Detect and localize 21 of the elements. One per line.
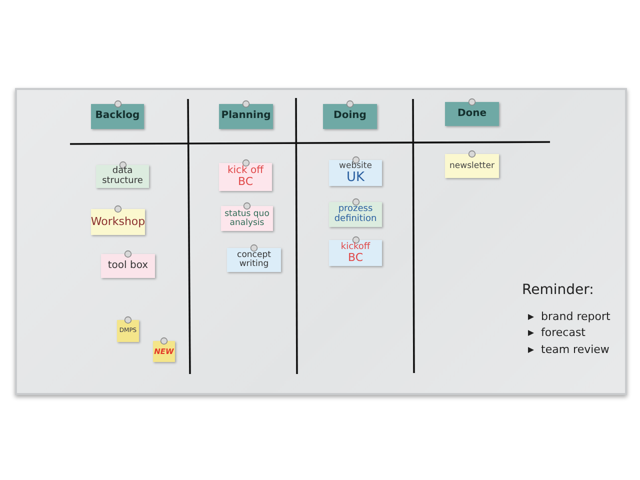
note-text: kickoff: [340, 242, 370, 252]
note-text: concept writing: [236, 251, 272, 269]
note-text: status quo analysis: [224, 210, 270, 228]
column-title: Done: [457, 108, 487, 120]
note-text: UK: [346, 170, 365, 184]
note-text: BC: [238, 176, 254, 188]
note-text: data structure: [101, 167, 144, 186]
reminder-item: brand report: [541, 310, 610, 323]
note-text: tool box: [108, 260, 148, 272]
reminder-item: team review: [541, 343, 610, 356]
reminder-heading: Reminder:: [522, 282, 594, 298]
note-text: newsletter: [450, 162, 494, 170]
note-text: prozess definition: [333, 205, 378, 224]
note-text: BC: [348, 252, 364, 264]
note-text: website: [339, 162, 372, 171]
note-text: Workshop: [90, 216, 146, 228]
column-title: Planning: [221, 111, 271, 122]
note-text: kick off: [227, 166, 264, 176]
reminder-item: forecast: [541, 326, 586, 339]
column-title: Doing: [334, 111, 366, 122]
column-title: Backlog: [95, 111, 140, 122]
